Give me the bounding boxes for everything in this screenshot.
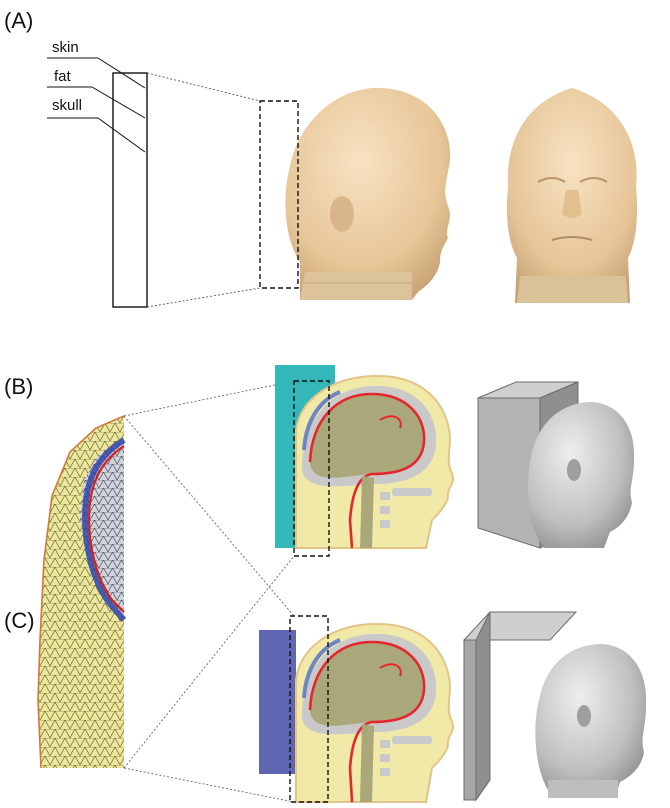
panel-c-label: (C): [4, 608, 35, 633]
panel-b-label: (B): [4, 374, 33, 399]
sagittal-section-c: [296, 624, 453, 802]
zoom-line-c-top: [124, 416, 294, 616]
fem-mesh-icon: [38, 416, 124, 768]
head-model-with-plate-c: [464, 612, 646, 800]
fat-label: fat: [54, 68, 72, 85]
skin-label: skin: [52, 39, 79, 56]
head-model-with-plate-b: [478, 382, 634, 548]
head-model-side: [285, 88, 450, 300]
zoom-line-top-a: [147, 73, 260, 101]
layer-strip-rect: [113, 73, 147, 307]
zoom-line-b-top: [124, 381, 294, 416]
panel-a-label: (A): [4, 8, 33, 33]
ear-shape: [330, 196, 354, 232]
skull-label: skull: [52, 97, 82, 114]
sagittal-section-b: [296, 376, 453, 548]
head-model-front: [507, 88, 637, 303]
zoom-line-bottom-a: [147, 288, 260, 307]
